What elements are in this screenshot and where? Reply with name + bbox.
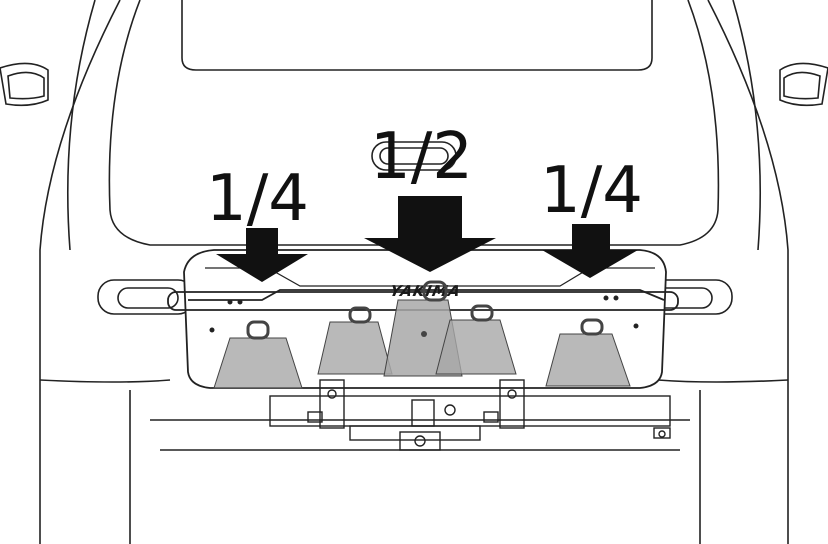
arrow-down-icon [364, 196, 496, 272]
weight-left [213, 320, 303, 389]
label-center-half: 1/2 [370, 120, 473, 194]
hitch-mount [269, 379, 671, 451]
weight-center-left [317, 306, 393, 375]
weight-right [545, 318, 631, 387]
weight-center-right [435, 304, 517, 375]
arrow-down-icon [216, 228, 308, 282]
label-left-quarter: 1/4 [206, 162, 309, 236]
label-right-quarter: 1/4 [540, 154, 643, 228]
arrow-down-icon [542, 224, 638, 278]
